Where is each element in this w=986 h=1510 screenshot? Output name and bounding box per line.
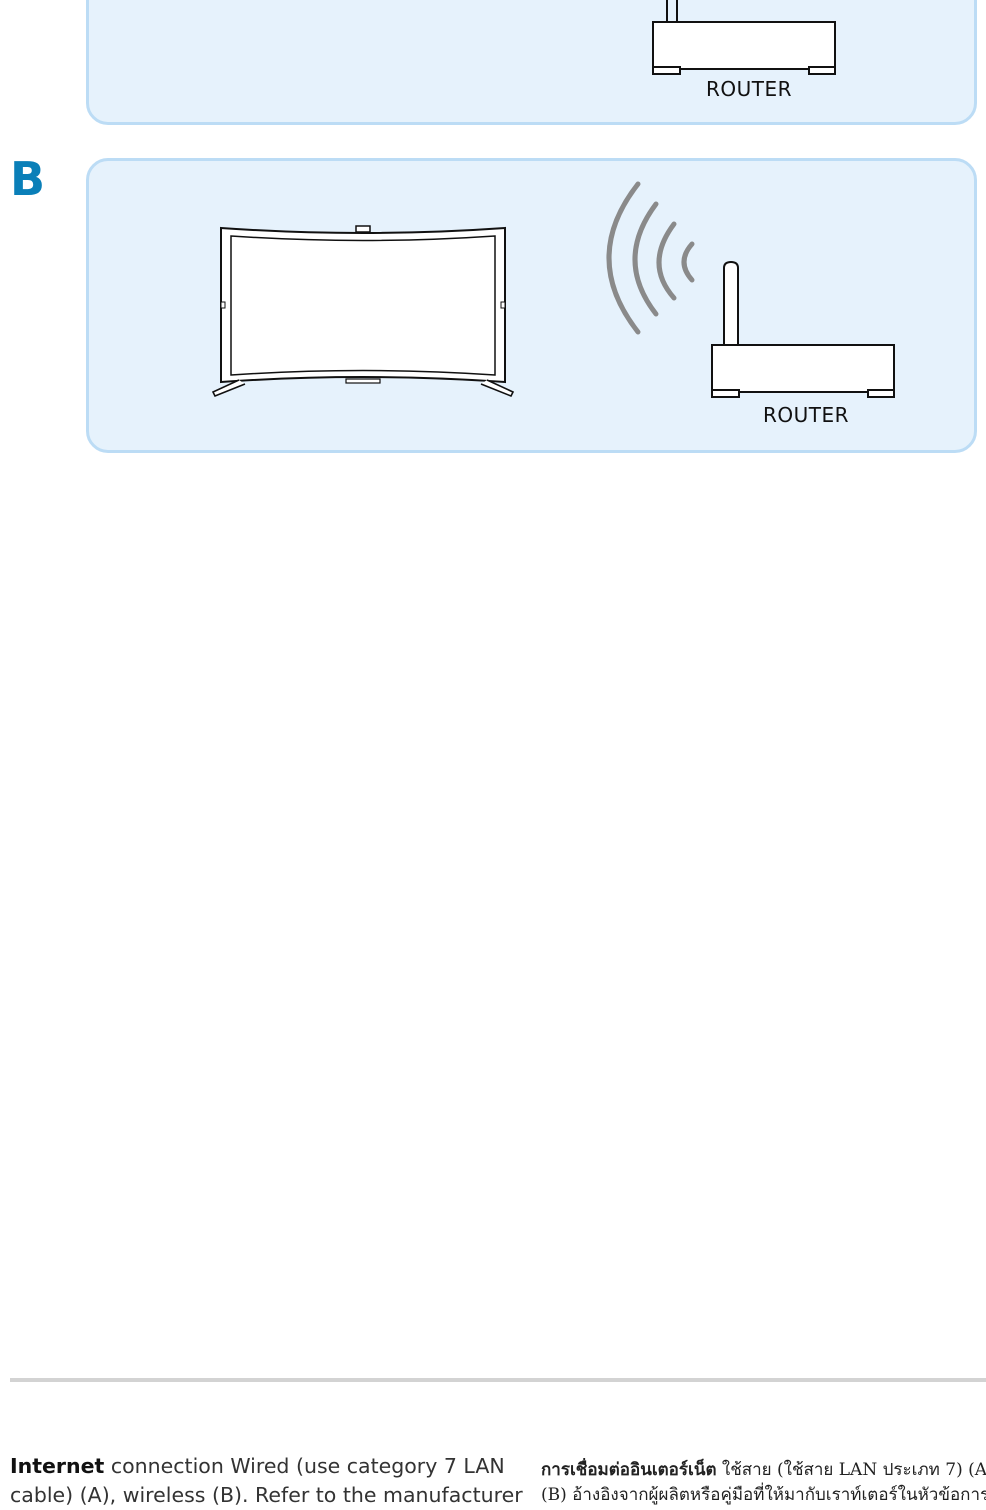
thai-line-2: (B) อ้างอิงจากผู้ผลิตหรือคู่มือที่ให้มาก… <box>541 1483 986 1508</box>
curved-tv-icon <box>205 222 525 402</box>
english-description: Internet connection Wired (use category … <box>10 1452 510 1510</box>
thai-description: การเชื่อมต่ออินเตอร์เน็ต ใช้สาย (ใช้สาย … <box>541 1458 986 1508</box>
router-b-icon <box>700 258 910 403</box>
router-a-icon <box>640 0 850 80</box>
wifi-signal-icon <box>598 180 708 340</box>
router-b-label: ROUTER <box>763 403 849 427</box>
thai-bold-term: การเชื่อมต่ออินเตอร์เน็ต <box>541 1460 716 1480</box>
section-divider <box>10 1378 986 1382</box>
english-line-1: Internet connection Wired (use category … <box>10 1452 510 1481</box>
thai-line-1: การเชื่อมต่ออินเตอร์เน็ต ใช้สาย (ใช้สาย … <box>541 1458 986 1483</box>
panel-b-label: B <box>10 156 45 202</box>
english-line-1-rest: connection Wired (use category 7 LAN <box>104 1454 504 1478</box>
router-a-label: ROUTER <box>706 77 792 101</box>
english-bold-term: Internet <box>10 1454 104 1478</box>
thai-line-1-rest: ใช้สาย (ใช้สาย LAN ประเภท 7) (A), ไร้สาย <box>716 1460 986 1480</box>
